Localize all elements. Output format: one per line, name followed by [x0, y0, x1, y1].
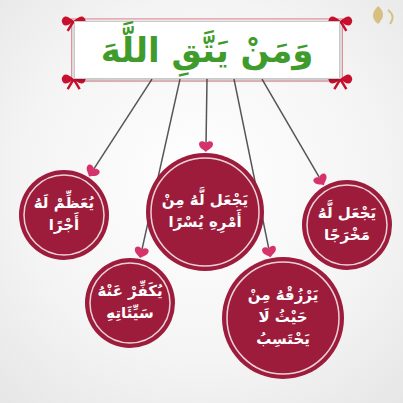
ribbon-band	[72, 19, 343, 81]
connector-stroke	[94, 79, 152, 169]
circle-label: يُكَفِّرْ عَنْهُ سَيِّئَاتِهِ	[96, 281, 164, 325]
circle-fill	[19, 170, 109, 260]
result-circle: يُكَفِّرْ عَنْهُ سَيِّئَاتِهِ	[84, 257, 176, 349]
circle-fill	[146, 153, 264, 271]
title-text: وَمَنْ يَتَّقِ اللَّهَ	[101, 28, 314, 72]
circle-shape	[145, 152, 265, 272]
circle-fill	[302, 180, 392, 270]
heart-arrowhead	[133, 246, 149, 260]
title-banner: وَمَنْ يَتَّقِ اللَّهَ	[74, 21, 341, 79]
circle-label: يَرْزُقْهُ مِنْ حَيْثُ لَا يَحْتَسِبُ	[237, 285, 329, 350]
connector-stroke	[205, 79, 207, 143]
circle-ring	[24, 175, 104, 255]
circle-ring	[307, 185, 387, 265]
circle-shape	[84, 257, 176, 349]
connector-line	[83, 79, 152, 180]
circle-ring	[90, 263, 170, 343]
circle-shape	[18, 169, 110, 261]
result-circle: يَجْعَل لَّهُ مِنْ أَمْرِهِ يُسْرًا	[145, 152, 265, 272]
result-circle: يُعَظِّمْ لَهُ أَجْرًا	[18, 169, 110, 261]
connector-stroke	[262, 79, 319, 177]
circle-label: يَجْعَل لَّهُ مِنْ أَمْرِهِ يُسْرًا	[161, 190, 250, 234]
circle-label: يَجْعَل لَّهُ مَخْرَجًا	[313, 203, 381, 247]
connector-line	[262, 79, 330, 189]
circle-label: يُعَظِّمْ لَهُ أَجْرًا	[30, 193, 98, 237]
connector-line	[199, 79, 213, 152]
corner-emblem	[373, 6, 393, 24]
circle-fill	[222, 257, 344, 379]
circle-shape	[301, 179, 393, 271]
circle-fill	[85, 258, 175, 348]
circle-ring	[227, 262, 339, 374]
result-circle: يَرْزُقْهُ مِنْ حَيْثُ لَا يَحْتَسِبُ	[221, 256, 345, 380]
result-circle: يَجْعَل لَّهُ مَخْرَجًا	[301, 179, 393, 271]
heart-arrowhead	[262, 245, 278, 258]
heart-arrowhead	[199, 141, 213, 152]
circle-ring	[151, 158, 259, 266]
